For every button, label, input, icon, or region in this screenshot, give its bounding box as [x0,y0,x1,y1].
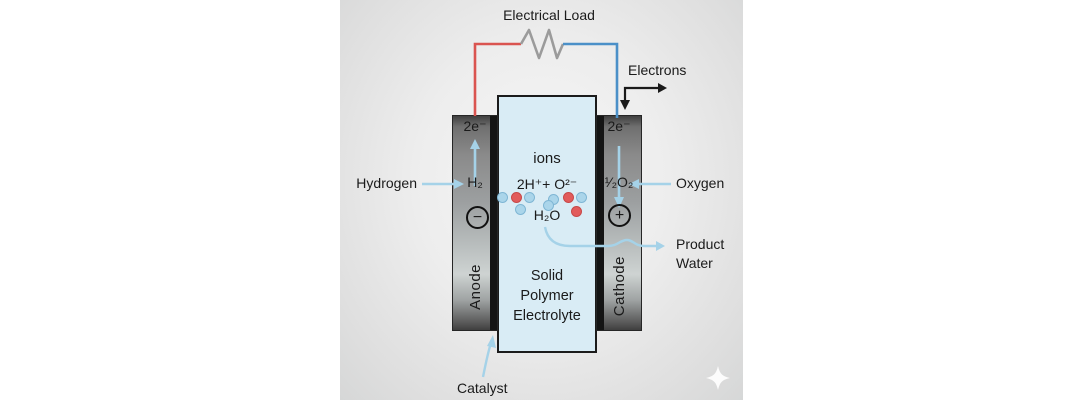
blue-ion-dot [523,191,535,203]
electrolyte-name-label: Solid Polymer Electrolyte [513,268,581,324]
hydrogen-label: Hydrogen [356,175,417,191]
product-water-pointer-line [543,226,657,248]
electron-arrowhead-right-icon [658,83,667,93]
electron-flow-arrow [623,86,659,101]
electron-arrowhead-down-icon [620,100,630,110]
ions-label: ions [533,150,561,167]
catalyst-label: Catalyst [457,380,508,396]
anode-electrons-label: 2e⁻ [463,118,487,134]
oxygen-label: Oxygen [676,175,725,191]
electrical-load-label: Electrical Load [503,7,595,23]
red-ion-dot [570,205,582,217]
red-ion-dot [510,191,522,203]
positive-wire [473,42,521,116]
reaction-label: 2H⁺+ O²⁻ [516,176,578,192]
anode-up-arrowhead-icon [470,139,480,149]
blue-ion-dot [496,191,508,203]
anode-minus-terminal-icon: − [466,206,489,229]
negative-wire [563,42,619,118]
electrolyte-block [497,95,597,353]
cathode-electrons-label: 2e⁻ [607,118,631,134]
anode-catalyst-layer [490,116,497,330]
blue-ion-dot [575,191,587,203]
water-product-label: H₂O [533,207,561,223]
cathode-plus-terminal-icon: + [608,204,631,227]
circuit-and-arrows-layer [422,28,730,390]
electrons-label: Electrons [628,62,687,78]
ion-particles [340,0,743,400]
oxygen-arrowhead-icon [629,179,639,189]
resistor-icon [519,28,565,60]
cathode-down-arrowhead-icon [614,197,624,208]
hydrogen-arrowhead-icon [454,179,464,189]
product-water-label: Product Water [676,236,725,271]
blue-ion-dot [542,199,554,211]
fuel-cell-diagram: Electrical Load Electrons Hydrogen Oxyge… [340,0,743,400]
sparkle-icon [706,366,730,390]
blue-ion-dot [514,203,526,215]
catalyst-arrowhead-icon [487,335,496,348]
cathode-name-label: Cathode [610,255,628,317]
cathode-gas-label: ¹⁄₂O₂ [604,174,634,190]
cathode-catalyst-layer [597,116,604,330]
red-ion-dot [562,191,574,203]
anode-gas-label: H₂ [467,174,483,190]
product-water-arrowhead-icon [656,241,665,251]
anode-name-label: Anode [466,264,484,310]
